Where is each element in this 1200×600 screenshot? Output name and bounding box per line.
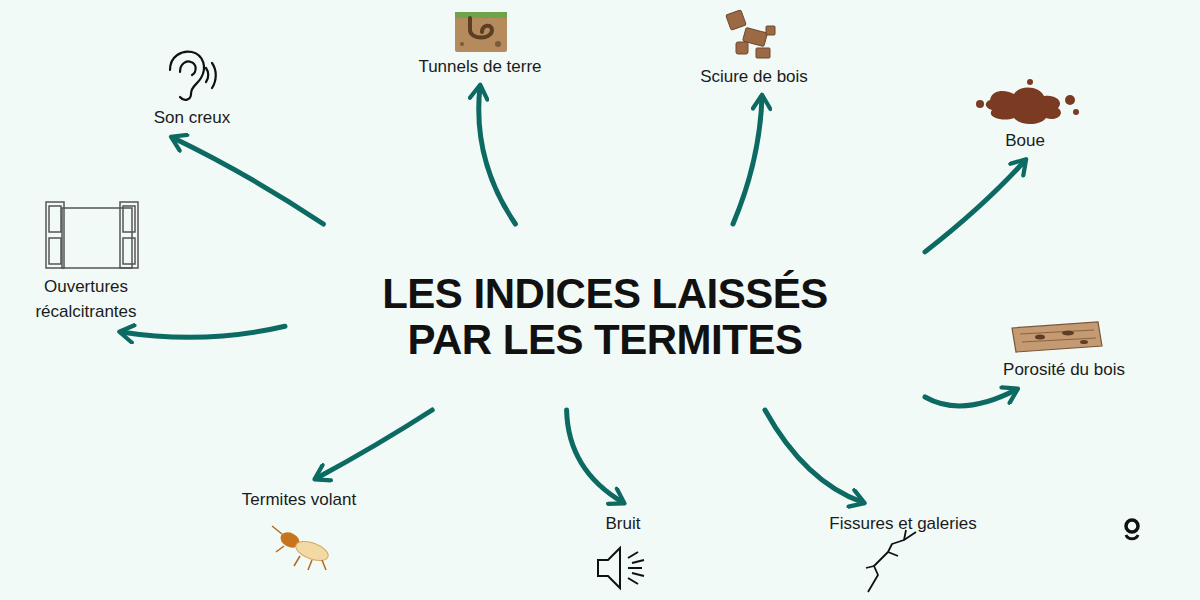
clue-node: Sciure de bois bbox=[674, 62, 834, 91]
mud-icon bbox=[976, 79, 1079, 124]
porous-wood-icon bbox=[1012, 322, 1102, 352]
clue-label: Boue bbox=[985, 126, 1065, 155]
clue-node: Ouvertures récalcitrantes bbox=[16, 272, 156, 326]
diagram-title: LES INDICES LAISSÉS PAR LES TERMITES bbox=[345, 271, 865, 363]
clue-label: Sciure de bois bbox=[674, 62, 834, 91]
termite-icon bbox=[272, 526, 331, 570]
curved-arrow bbox=[925, 161, 1025, 252]
clue-node: Boue bbox=[985, 126, 1065, 155]
clue-label: Porosité du bois bbox=[979, 355, 1149, 384]
clue-label: Tunnels de terre bbox=[395, 52, 565, 81]
clue-node: Porosité du bois bbox=[979, 355, 1149, 384]
clue-node: Fissures et galeries bbox=[803, 509, 1003, 538]
clue-label: Fissures et galeries bbox=[803, 509, 1003, 538]
curved-arrow bbox=[121, 326, 285, 337]
curved-arrow bbox=[479, 87, 516, 225]
curved-arrow bbox=[733, 97, 762, 225]
window-icon bbox=[46, 202, 138, 268]
wood-chunks-icon bbox=[726, 10, 775, 58]
curved-arrow bbox=[765, 410, 863, 503]
tunnel-icon bbox=[455, 12, 507, 52]
curved-arrow bbox=[925, 390, 1016, 406]
clue-label: Son creux bbox=[127, 103, 257, 132]
clue-label: Ouvertures récalcitrantes bbox=[16, 272, 156, 326]
curved-arrow bbox=[173, 138, 324, 225]
crack-icon bbox=[866, 530, 916, 592]
title-hub: LES INDICES LAISSÉS PAR LES TERMITES bbox=[285, 224, 925, 410]
clue-label: Termites volant bbox=[214, 485, 384, 514]
ear-icon bbox=[170, 52, 216, 100]
clue-node: Termites volant bbox=[214, 485, 384, 514]
clue-node: Son creux bbox=[127, 103, 257, 132]
speaker-icon bbox=[598, 548, 644, 588]
clue-node: Tunnels de terre bbox=[395, 52, 565, 81]
logo-mark bbox=[1126, 520, 1138, 539]
clue-node: Bruit bbox=[583, 509, 663, 538]
curved-arrow bbox=[567, 410, 623, 503]
curved-arrow bbox=[316, 410, 432, 479]
clue-label: Bruit bbox=[583, 509, 663, 538]
